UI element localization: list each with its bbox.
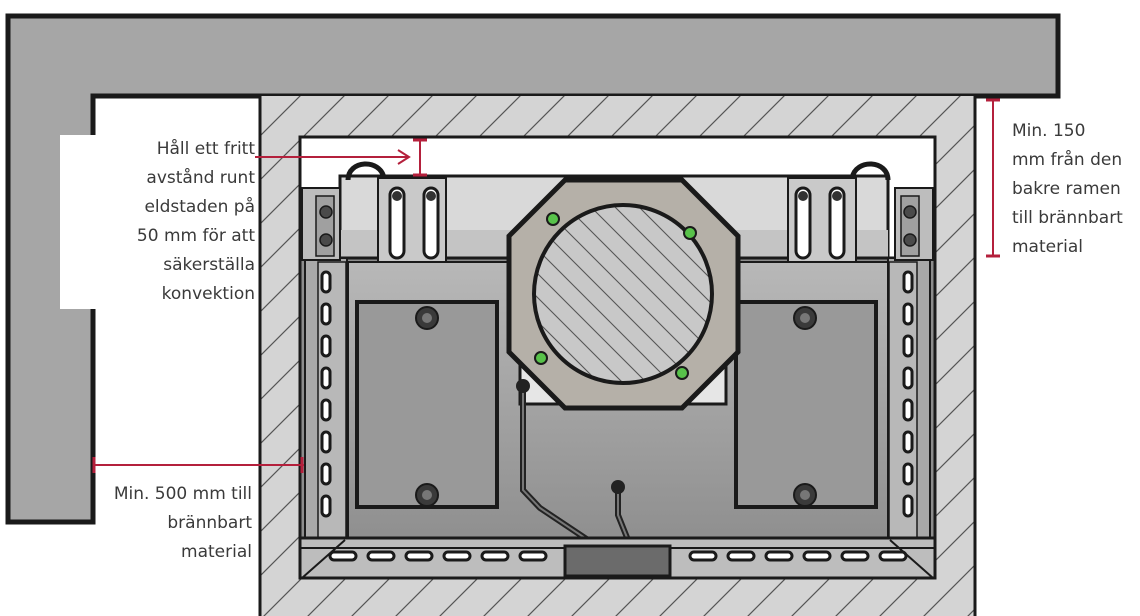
min500-line: material [181, 542, 252, 562]
rail-slot [902, 494, 914, 518]
bottom-slot [878, 550, 908, 562]
rail-slot [902, 430, 914, 454]
min-150mm-note: Min. 150 mm från den bakre ramen till br… [1012, 117, 1140, 262]
min500-line: Min. 500 mm till [113, 484, 252, 504]
rail-slot [320, 398, 332, 422]
bottom-slot [688, 550, 718, 562]
rail-slot [902, 302, 914, 326]
rail-slots [320, 270, 914, 518]
bottom-slot [802, 550, 832, 562]
rail-slot [320, 494, 332, 518]
left-panel [355, 300, 499, 509]
bottom-slot [404, 550, 434, 562]
bottom-rail [298, 536, 937, 580]
min150-line: material [1012, 237, 1083, 257]
min-500mm-note: Min. 500 mm till brännbart material [90, 480, 252, 567]
rail-slot [320, 302, 332, 326]
convection-line: avstånd runt [146, 168, 255, 188]
rail-slot [902, 462, 914, 486]
convection-note: Håll ett fritt avstånd runt eldstaden på… [60, 135, 255, 309]
dimension-500mm [92, 457, 304, 473]
min150-line: mm från den [1012, 150, 1123, 170]
bottom-slot [840, 550, 870, 562]
right-panel [734, 300, 878, 509]
convection-line: 50 mm för att [136, 226, 255, 246]
rail-slot [320, 366, 332, 390]
bottom-slot [480, 550, 510, 562]
convection-line: säkerställa [163, 255, 255, 275]
convection-arrow [255, 149, 411, 165]
rail-slot [320, 430, 332, 454]
right-upper-bracket [894, 187, 934, 261]
bottom-slot [442, 550, 472, 562]
bottom-slot [764, 550, 794, 562]
left-upper-bracket [301, 187, 341, 261]
dimension-150mm [986, 98, 1000, 258]
combustible-wall [5, 13, 1061, 525]
min500-line: brännbart [167, 513, 252, 533]
min150-line: bakre ramen [1012, 179, 1121, 199]
bottom-slot [328, 550, 358, 562]
rail-slot [902, 398, 914, 422]
bottom-slots [328, 550, 908, 562]
rail-slot [902, 334, 914, 358]
cable-plug-left [516, 379, 530, 393]
convection-line: konvektion [161, 284, 255, 304]
min150-line: till brännbart [1012, 208, 1123, 228]
flue-pipe [532, 203, 714, 385]
left-hook [345, 161, 387, 181]
flue-screws [534, 212, 697, 380]
min150-line: Min. 150 [1012, 121, 1086, 141]
rail-slot [902, 270, 914, 294]
convection-line: Håll ett fritt [156, 139, 255, 159]
right-top-bracket [787, 177, 857, 263]
insulation-outline [258, 96, 977, 616]
bottom-slot [366, 550, 396, 562]
rail-slot [902, 366, 914, 390]
rail-slot [320, 334, 332, 358]
cable-plug-right [611, 480, 625, 494]
left-top-bracket [377, 177, 447, 263]
bottom-slot [726, 550, 756, 562]
right-hook [849, 161, 891, 181]
rail-slot [320, 462, 332, 486]
bottom-slot [518, 550, 548, 562]
dimension-50mm [413, 138, 427, 177]
convection-line: eldstaden på [144, 197, 255, 217]
rail-slot [320, 270, 332, 294]
